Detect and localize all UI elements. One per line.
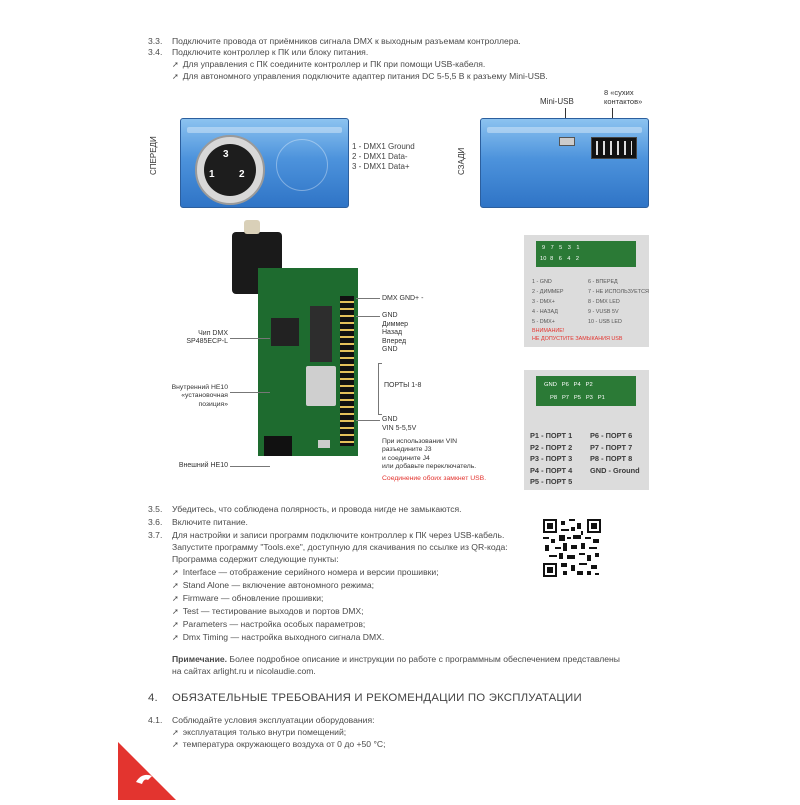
back-side-label: СЗАДИ — [457, 147, 466, 175]
note-label: Примечание. — [172, 654, 228, 664]
ports-legend-left: P1 - ПОРТ 1 P2 - ПОРТ 2 P3 - ПОРТ 3 P4 -… — [530, 431, 573, 486]
dmx-chip — [271, 318, 299, 346]
control-labels: GND Диммер Назад Вперед GND — [382, 312, 409, 354]
external-he10 — [264, 436, 292, 456]
brand-logo — [118, 742, 176, 800]
pin-row-top: 9 7 5 3 1 — [542, 245, 580, 251]
step-text: Соблюдайте условия эксплуатации оборудов… — [172, 715, 375, 725]
ic-chip — [310, 306, 332, 362]
step-number: 3.6. — [148, 517, 163, 527]
he10-legend-left: 1 - GND 2 - ДИММЕР 3 - DMX+ 4 - НАЗАД 5 … — [532, 279, 564, 325]
port-row-bottom: P8 P7 P5 P3 P1 — [550, 395, 605, 401]
xlr-connector: 3 1 2 — [195, 135, 265, 205]
he10-header-image: 9 7 5 3 1 10 8 6 4 2 — [536, 241, 636, 267]
external-he10-label: Внешний HE10 — [178, 462, 228, 469]
back-device-image — [480, 118, 649, 208]
power-labels: GND VIN 5-5,5V — [382, 416, 417, 432]
program-item: ➚Firmware — обновление прошивки; — [172, 593, 324, 603]
arrow-icon: ➚ — [172, 72, 179, 81]
bullet-item: ➚Для управления с ПК соедините контролле… — [172, 59, 486, 69]
pin-header — [340, 296, 354, 446]
arrow-icon: ➚ — [172, 581, 179, 590]
he10-pinout-panel: 9 7 5 3 1 10 8 6 4 2 1 - GND 2 - ДИММЕР … — [524, 235, 649, 347]
program-item: ➚Dmx Timing — настройка выходного сигнал… — [172, 632, 385, 642]
step-text-cont: Программа содержит следующие пункты: — [172, 554, 339, 564]
arrow-icon: ➚ — [172, 607, 179, 616]
front-legend: 1 - DMX1 Ground 2 - DMX1 Data- 3 - DMX1 … — [352, 142, 415, 171]
arrow-icon: ➚ — [172, 594, 179, 603]
step-text: Для настройки и записи программ подключи… — [172, 530, 505, 540]
ports-legend-right: P6 - ПОРТ 6 P7 - ПОРТ 7 P8 - ПОРТ 8 GND … — [590, 431, 640, 475]
note-line: Примечание. Более подробное описание и и… — [172, 654, 620, 664]
program-item: ➚Parameters — настройка особых параметро… — [172, 619, 366, 629]
mini-usb-port — [559, 137, 575, 146]
pin-label: 2 — [239, 169, 245, 180]
program-item: ➚Interface — отображение серийного номер… — [172, 567, 439, 577]
arrow-icon: ➚ — [172, 620, 179, 629]
section-number: 4. — [148, 692, 158, 704]
dmx-gnd-label: DMX GND+ - — [382, 295, 424, 302]
step-number: 3.5. — [148, 504, 163, 514]
pin-label: 1 — [209, 169, 215, 180]
program-item: ➚Test — тестирование выходов и портов DM… — [172, 606, 364, 616]
qr-code-icon[interactable] — [543, 519, 601, 577]
arrow-icon: ➚ — [172, 728, 179, 737]
arrow-icon: ➚ — [172, 633, 179, 642]
he10-warning: ВНИМАНИЕ! НЕ ДОПУСТИТЕ ЗАМЫКАНИЯ USB — [532, 328, 623, 342]
chip-label: Чип DMX SP485ECP-L — [186, 330, 228, 346]
he10-connector — [591, 137, 637, 159]
bullet-item: ➚Для автономного управления подключите а… — [172, 71, 548, 81]
step-number: 3.4. — [148, 47, 163, 57]
step-text: Подключите контроллер к ПК или блоку пит… — [172, 47, 369, 57]
step-text: Включите питание. — [172, 517, 248, 527]
arrow-icon: ➚ — [172, 568, 179, 577]
front-side-label: СПЕРЕДИ — [149, 136, 158, 175]
port-row-top: GND P6 P4 P2 — [544, 382, 593, 388]
step-number: 3.3. — [148, 36, 163, 46]
mini-usb-label: Mini-USB — [540, 97, 574, 106]
step-number: 4.1. — [148, 715, 163, 725]
pin-row-bottom: 10 8 6 4 2 — [540, 256, 580, 262]
ports-pinout-panel: GND P6 P4 P2 P8 P7 P5 P3 P1 P1 - ПОРТ 1 … — [524, 370, 649, 490]
bullet-item: ➚эксплуатация только внутри помещений; — [172, 727, 347, 737]
arrow-icon: ➚ — [172, 740, 179, 749]
pin-label: 3 — [223, 149, 229, 160]
crystal — [306, 366, 336, 406]
vin-note: При использовании VIN разъедините J3 и с… — [382, 438, 477, 471]
note-line: на сайтах arlight.ru и nicolaudie.com. — [172, 666, 316, 676]
arrow-icon: ➚ — [172, 60, 179, 69]
usb-warning: Соединение обоих замкнет USB. — [382, 475, 487, 482]
step-number: 3.7. — [148, 530, 163, 540]
ports-header-image: GND P6 P4 P2 P8 P7 P5 P3 P1 — [536, 376, 636, 406]
board-xlr-connector — [232, 220, 282, 294]
program-item: ➚Stand Alone — включение автономного реж… — [172, 580, 375, 590]
pcb-board — [258, 268, 358, 456]
dry-contacts-label: 8 «сухих контактов» — [604, 88, 643, 106]
he10-legend-right: 6 - ВПЕРЕД 7 - НЕ ИСПОЛЬЗУЕТСЯ 8 - DMX L… — [588, 279, 649, 325]
step-text-cont: Запустите программу "Tools.exe", доступн… — [172, 542, 508, 552]
step-text: Убедитесь, что соблюдена полярность, и п… — [172, 504, 462, 514]
step-text: Подключите провода от приёмников сигнала… — [172, 36, 521, 46]
front-device-image: 3 1 2 — [180, 118, 349, 208]
internal-he10-label: Внутренний HE10 «установочная позиция» — [171, 384, 228, 408]
ports-label: ПОРТЫ 1-8 — [384, 382, 422, 389]
board-usb-port — [318, 440, 330, 448]
bullet-item: ➚температура окружающего воздуха от 0 до… — [172, 739, 386, 749]
section-title: ОБЯЗАТЕЛЬНЫЕ ТРЕБОВАНИЯ И РЕКОМЕНДАЦИИ П… — [172, 692, 582, 704]
